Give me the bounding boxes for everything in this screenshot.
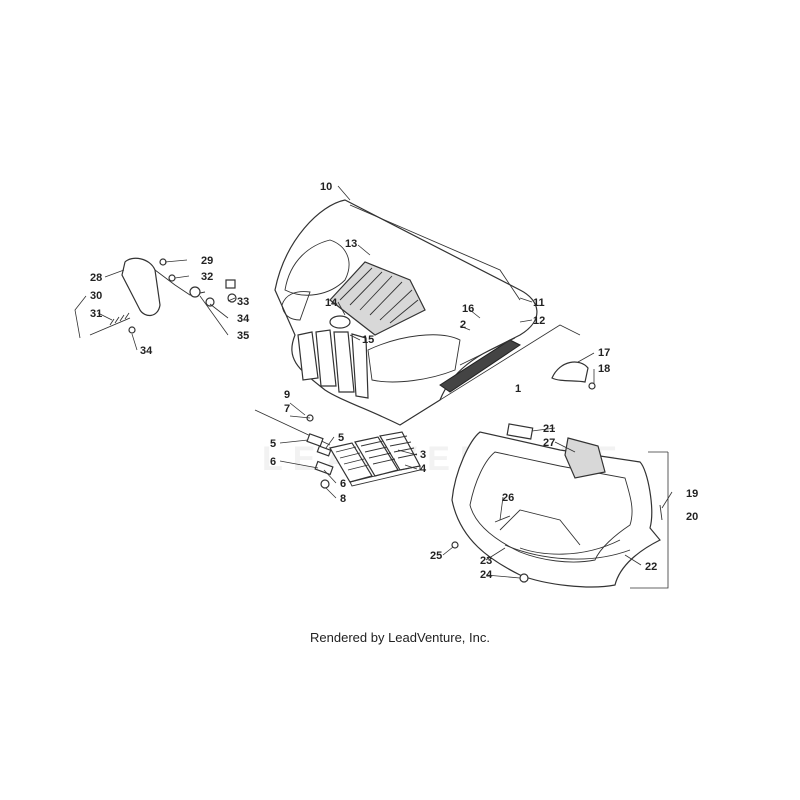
callout-34b: 34 bbox=[140, 345, 153, 357]
callout-35: 35 bbox=[237, 330, 249, 342]
callout-16: 16 bbox=[462, 303, 474, 315]
leader-lines bbox=[74, 185, 673, 589]
callout-11: 11 bbox=[533, 297, 545, 309]
callout-21: 21 bbox=[543, 423, 555, 435]
callout-32: 32 bbox=[201, 271, 213, 283]
render-credit: Rendered by LeadVenture, Inc. bbox=[310, 630, 490, 645]
side-bracket bbox=[551, 361, 596, 390]
callout-5b: 5 bbox=[338, 432, 344, 444]
rod-and-clips bbox=[254, 409, 334, 489]
callout-7: 7 bbox=[284, 403, 290, 415]
callout-12: 12 bbox=[533, 315, 545, 327]
callout-3: 3 bbox=[420, 449, 426, 461]
callout-33: 33 bbox=[237, 296, 249, 308]
callout-18: 18 bbox=[598, 363, 610, 375]
callout-2: 2 bbox=[460, 319, 466, 331]
callout-9: 9 bbox=[284, 389, 290, 401]
callout-31: 31 bbox=[90, 308, 102, 320]
callout-14: 14 bbox=[325, 297, 338, 309]
callout-6b: 6 bbox=[340, 478, 346, 490]
callout-23: 23 bbox=[480, 555, 492, 567]
callout-20: 20 bbox=[686, 511, 698, 523]
callout-30: 30 bbox=[90, 290, 102, 302]
callout-5a: 5 bbox=[270, 438, 276, 450]
callout-27: 27 bbox=[543, 437, 555, 449]
callout-4: 4 bbox=[420, 463, 427, 475]
callout-15: 15 bbox=[362, 334, 374, 346]
hood bbox=[274, 199, 581, 426]
headlight-assembly bbox=[89, 257, 237, 336]
callout-34a: 34 bbox=[237, 313, 250, 325]
callout-22: 22 bbox=[645, 561, 657, 573]
callout-13: 13 bbox=[345, 238, 357, 250]
callout-labels: 1 2 3 4 5 5 6 6 7 8 9 10 11 12 13 14 15 … bbox=[90, 181, 698, 581]
callout-17: 17 bbox=[598, 347, 610, 359]
callout-6a: 6 bbox=[270, 456, 276, 468]
callout-1: 1 bbox=[515, 383, 521, 395]
callout-26: 26 bbox=[502, 492, 514, 504]
callout-19: 19 bbox=[686, 488, 698, 500]
callout-8: 8 bbox=[340, 493, 346, 505]
callout-10: 10 bbox=[320, 181, 332, 193]
callout-28: 28 bbox=[90, 272, 102, 284]
callout-24: 24 bbox=[480, 569, 493, 581]
grille-screens bbox=[329, 431, 421, 487]
callout-29: 29 bbox=[201, 255, 213, 267]
callout-25: 25 bbox=[430, 550, 442, 562]
